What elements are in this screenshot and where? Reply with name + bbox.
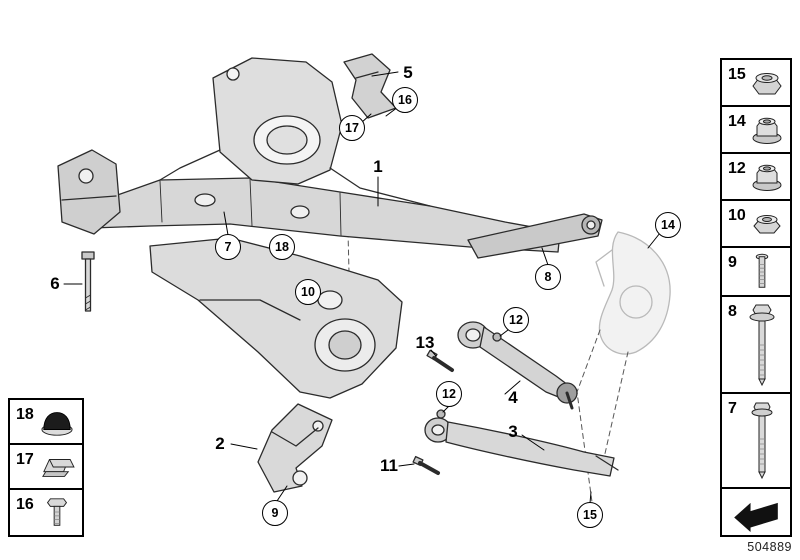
callout-13[interactable]: 13 — [415, 333, 435, 352]
callout-2[interactable]: 2 — [215, 434, 225, 453]
part-box-8[interactable]: 8 — [722, 297, 790, 394]
support-bracket — [257, 403, 333, 493]
bolt-11 — [412, 455, 440, 475]
part-number-label: 10 — [728, 207, 746, 224]
bolt-6 — [81, 251, 95, 312]
part-number-label: 7 — [728, 400, 737, 417]
flange-nut-icon — [747, 110, 787, 149]
callout-15[interactable]: 15 — [577, 502, 603, 528]
front-tower — [159, 57, 431, 207]
callout-6[interactable]: 6 — [50, 274, 60, 293]
part-number-label: 9 — [728, 254, 737, 271]
part-box-10[interactable]: 10 — [722, 201, 790, 248]
heat-shield — [343, 53, 397, 119]
part-box-17[interactable]: 17 — [10, 445, 82, 490]
callout-14[interactable]: 14 — [655, 212, 681, 238]
part-number-label: 15 — [728, 66, 746, 83]
fastener-panel-right: 15 14 12 — [720, 58, 792, 537]
part-box-18[interactable]: 18 — [10, 400, 82, 445]
part-number-label: 14 — [728, 113, 746, 130]
grommet-cap-icon — [35, 403, 79, 440]
lower-cradle — [149, 237, 403, 399]
control-arm-lower — [424, 417, 619, 477]
callout-16[interactable]: 16 — [392, 87, 418, 113]
direction-of-travel-box — [722, 489, 790, 535]
wheel-carrier-ghost — [595, 231, 671, 355]
callout-12[interactable]: 12 — [503, 307, 529, 333]
part-number-label: 8 — [728, 303, 737, 320]
flange-bolt-icon — [738, 397, 787, 484]
callout-3[interactable]: 3 — [508, 422, 518, 441]
callout-12[interactable]: 12 — [436, 381, 462, 407]
bolt-13 — [426, 349, 454, 372]
stud-bolt-icon — [738, 251, 787, 292]
part-box-15[interactable]: 15 — [722, 60, 790, 107]
hex-screw-icon — [35, 493, 79, 532]
left-mount — [57, 149, 121, 235]
diagram-plate-number: 504889 — [747, 540, 792, 554]
callout-8[interactable]: 8 — [535, 264, 561, 290]
callout-7[interactable]: 7 — [215, 234, 241, 260]
callout-4[interactable]: 4 — [508, 388, 518, 407]
part-box-14[interactable]: 14 — [722, 107, 790, 154]
part-box-12[interactable]: 12 — [722, 154, 790, 201]
washer-bolt-icon — [738, 300, 787, 389]
flange-nut-icon — [747, 157, 787, 196]
fastener-panel-left: 18 17 16 — [8, 398, 84, 537]
control-arm-upper — [457, 321, 578, 410]
hex-nut-icon — [747, 204, 787, 243]
callout-18[interactable]: 18 — [269, 234, 295, 260]
direction-of-travel-arrow-icon — [725, 492, 787, 532]
collar-nut-icon — [747, 63, 787, 102]
part-number-label: 18 — [16, 406, 34, 423]
part-number-label: 16 — [16, 496, 34, 513]
part-number-label: 17 — [16, 451, 34, 468]
callout-9[interactable]: 9 — [262, 500, 288, 526]
callout-5[interactable]: 5 — [403, 63, 413, 82]
callout-11[interactable]: 11 — [380, 456, 398, 475]
side-arm — [467, 213, 603, 259]
part-box-9[interactable]: 9 — [722, 248, 790, 297]
part-box-7[interactable]: 7 — [722, 394, 790, 489]
part-box-16[interactable]: 16 — [10, 490, 82, 535]
callout-17[interactable]: 17 — [339, 115, 365, 141]
callout-1[interactable]: 1 — [373, 157, 383, 176]
retaining-clip-icon — [35, 448, 79, 485]
part-number-label: 12 — [728, 160, 746, 177]
callout-10[interactable]: 10 — [295, 279, 321, 305]
